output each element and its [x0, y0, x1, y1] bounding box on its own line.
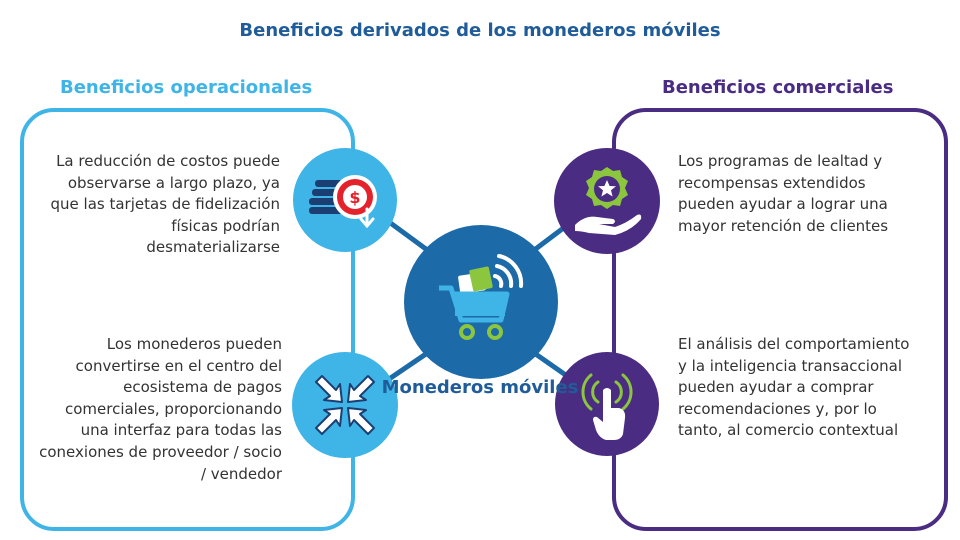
arrows-converge-icon	[315, 375, 375, 435]
loyalty-programs-text: Los programas de lealtad y recompensas e…	[678, 152, 889, 235]
mobile-wallets-hub-circle	[404, 225, 558, 379]
loyalty-programs-circle	[554, 148, 660, 254]
operational-benefits-title: Beneficios operacionales	[60, 77, 313, 98]
hand-tap-signal-icon	[581, 373, 633, 440]
mobile-wallets-label: Monederos móviles	[381, 377, 579, 398]
payment-hub-circle	[292, 352, 398, 458]
svg-text:$: $	[349, 188, 360, 207]
cost-reduction-text: La reducción de costos puede observarse …	[50, 152, 280, 257]
cost-reduction-circle: $	[293, 148, 397, 252]
diagram-title: Beneficios derivados de los monederos mó…	[239, 20, 721, 41]
payment-hub-text: Los monederos pueden convertirse en el c…	[39, 335, 282, 483]
hand-badge-star-icon	[575, 167, 642, 235]
transaction-analytics-circle	[555, 352, 659, 456]
shopping-cart-wireless-icon	[439, 254, 524, 340]
commercial-benefits-panel	[612, 108, 948, 531]
commercial-benefits-title: Beneficios comerciales	[662, 77, 894, 98]
transaction-analytics-text: El análisis del comportamiento y la inte…	[678, 335, 910, 440]
coins-dollar-down-icon: $	[309, 175, 377, 229]
